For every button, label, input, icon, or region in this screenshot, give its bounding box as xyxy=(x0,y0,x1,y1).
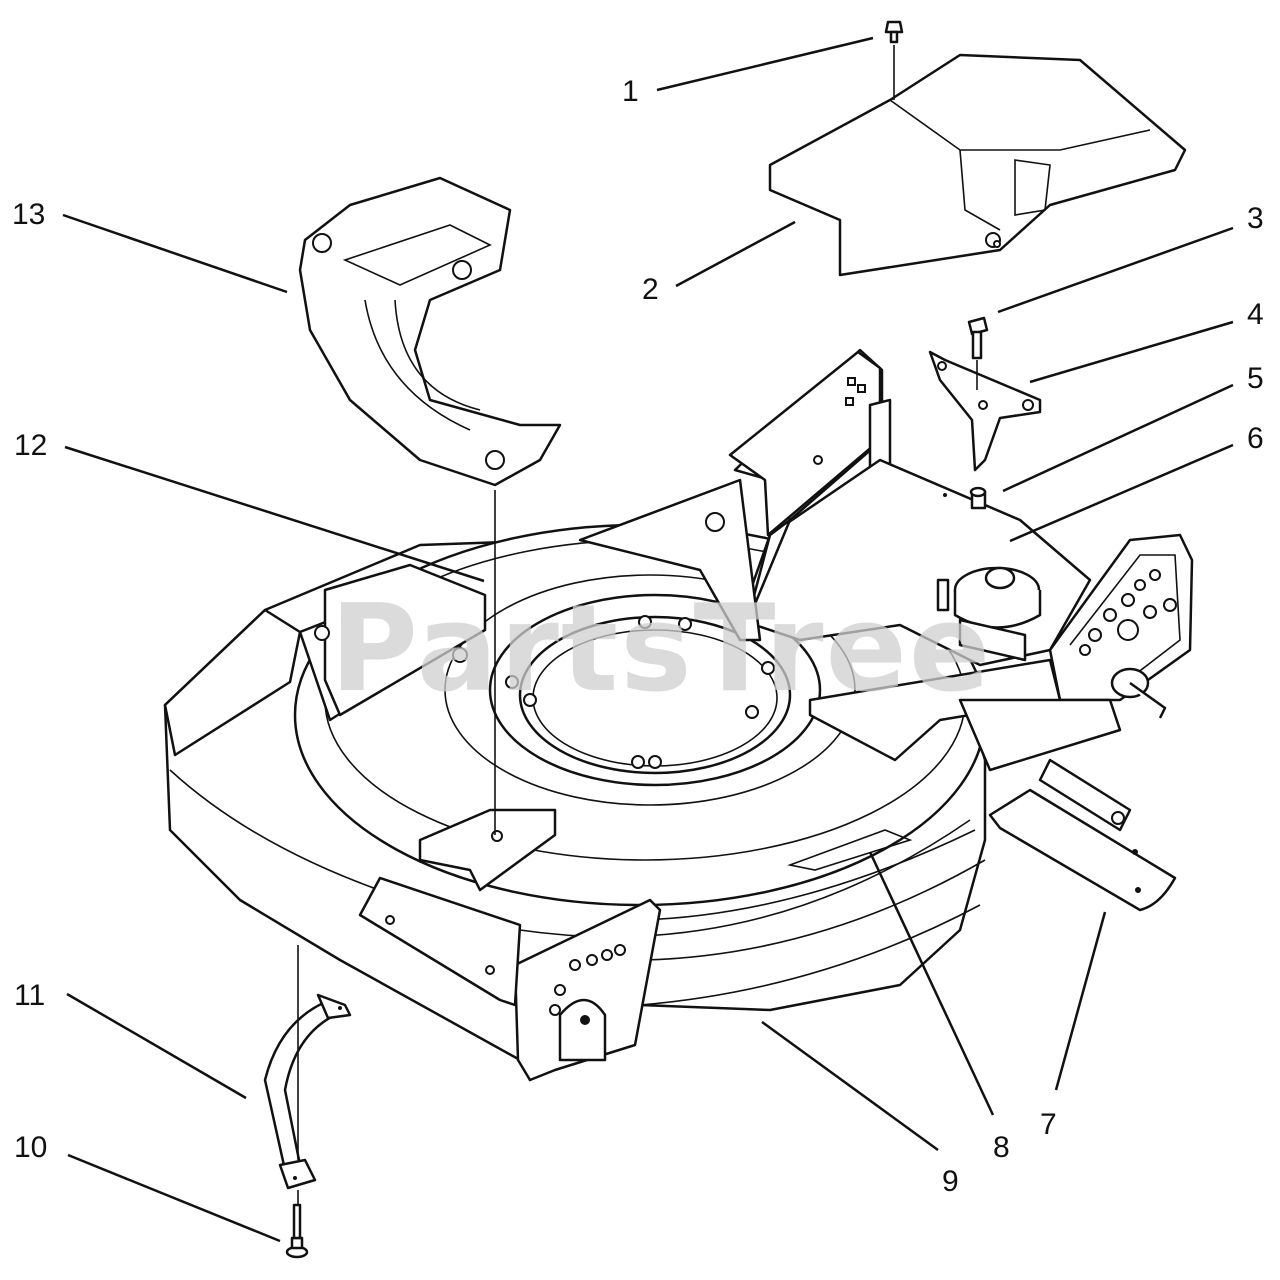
callout-labels: 1 2 3 4 5 6 7 8 9 10 11 12 13 xyxy=(12,75,1264,1198)
bolt-part-10 xyxy=(285,1203,309,1259)
side-shield xyxy=(298,176,562,487)
bail-bracket xyxy=(263,993,352,1190)
callout-11: 11 xyxy=(14,979,45,1012)
callout-8: 8 xyxy=(993,1131,1010,1164)
watermark: PartsTree xyxy=(330,580,992,719)
callout-7: 7 xyxy=(1040,1108,1057,1141)
callout-5: 5 xyxy=(1247,362,1264,395)
mower-deck-housing xyxy=(163,523,987,1082)
assembly-guides xyxy=(297,45,978,1205)
callout-3: 3 xyxy=(1247,202,1264,235)
callout-2: 2 xyxy=(642,273,659,306)
callout-4: 4 xyxy=(1247,298,1264,331)
bolt-part-3 xyxy=(967,316,989,360)
callout-10: 10 xyxy=(14,1131,47,1164)
bolt-part-1 xyxy=(884,20,904,44)
leader-lines xyxy=(62,36,1234,1243)
callout-13: 13 xyxy=(12,198,45,231)
top-cover xyxy=(768,53,1187,277)
callout-1: 1 xyxy=(622,75,639,108)
rear-guard xyxy=(988,758,1177,912)
callout-12: 12 xyxy=(14,429,47,462)
callout-6: 6 xyxy=(1247,422,1264,455)
callout-9: 9 xyxy=(942,1165,959,1198)
rear-frame-assembly xyxy=(578,348,1194,772)
mounting-bracket xyxy=(928,350,1042,472)
